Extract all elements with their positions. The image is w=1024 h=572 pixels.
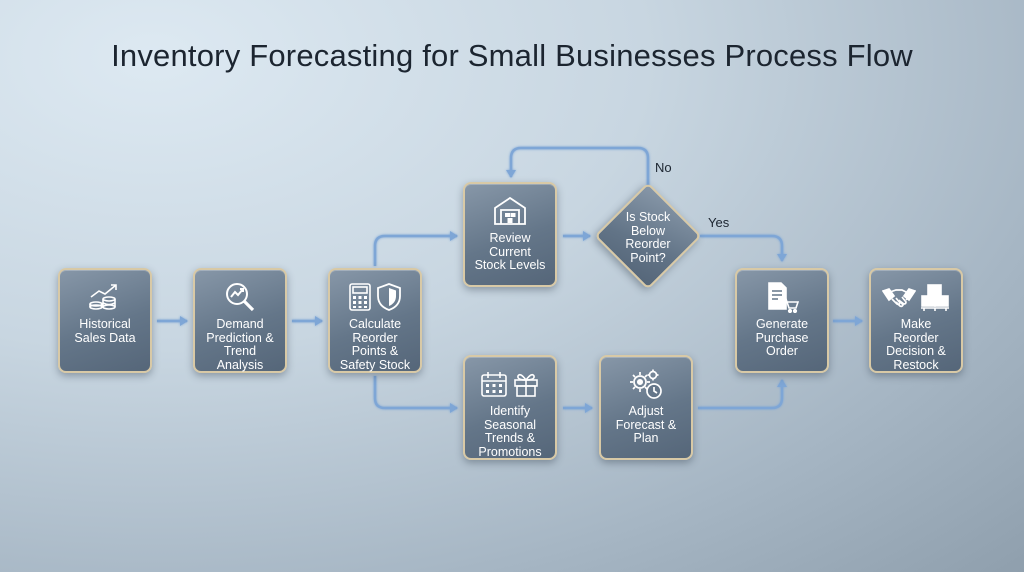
- node-label: Historical Sales Data: [74, 317, 136, 345]
- decision-stock-below-reorder[interactable]: Is Stock Below Reorder Point?: [594, 182, 702, 290]
- decision-label: Is Stock Below Reorder Point?: [625, 210, 671, 265]
- node-label: Make Reorder Decision & Restock: [886, 317, 946, 372]
- arrow-adjust-to-purchase: [698, 379, 787, 410]
- gift-icon: [512, 370, 540, 398]
- magnifier-trend-icon: [223, 280, 257, 314]
- node-calculate-reorder[interactable]: Calculate Reorder Points & Safety Stock: [328, 268, 422, 373]
- node-label: Calculate Reorder Points & Safety Stock: [339, 317, 411, 372]
- calculator-icon: [348, 282, 372, 312]
- calendar-icon: [480, 370, 508, 398]
- node-label: Generate Purchase Order: [755, 317, 809, 358]
- node-historical-sales-data[interactable]: Historical Sales Data: [58, 268, 152, 373]
- coins-chart-icon: [87, 281, 123, 313]
- arrow-decision-yes-to-purchase: [700, 234, 787, 262]
- node-seasonal-trends[interactable]: Identify Seasonal Trends & Promotions: [463, 355, 557, 460]
- warehouse-icon: [493, 196, 527, 226]
- edge-label-yes: Yes: [708, 215, 730, 230]
- document-cart-icon: [765, 281, 799, 313]
- node-label: Identify Seasonal Trends & Promotions: [478, 404, 542, 459]
- handshake-icon: [882, 285, 916, 309]
- node-generate-purchase-order[interactable]: Generate Purchase Order: [735, 268, 829, 373]
- arrow-calculate-to-seasonal: [373, 376, 458, 413]
- node-label: Adjust Forecast & Plan: [615, 404, 677, 445]
- arrow-calculate-to-review: [373, 231, 458, 266]
- node-adjust-forecast[interactable]: Adjust Forecast & Plan: [599, 355, 693, 460]
- node-label: Demand Prediction & Trend Analysis: [206, 317, 274, 372]
- node-demand-prediction[interactable]: Demand Prediction & Trend Analysis: [193, 268, 287, 373]
- arrow-decision-no-to-review: [506, 146, 650, 186]
- shield-icon: [376, 282, 402, 312]
- node-label: Review Current Stock Levels: [474, 231, 546, 272]
- gears-clock-icon: [628, 368, 664, 400]
- diagram-title: Inventory Forecasting for Small Business…: [111, 38, 913, 73]
- edge-label-no: No: [655, 160, 672, 175]
- node-review-stock[interactable]: Review Current Stock Levels: [463, 182, 557, 287]
- boxes-icon: [920, 283, 950, 311]
- node-reorder-restock[interactable]: Make Reorder Decision & Restock: [869, 268, 963, 373]
